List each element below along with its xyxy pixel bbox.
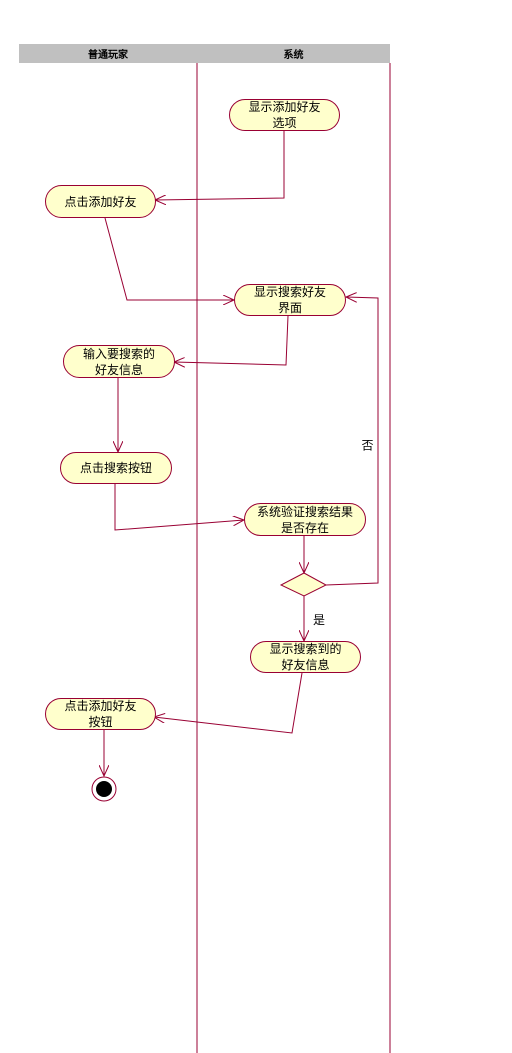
activity-verify-search-result-label: 系统验证搜索结果是否存在: [256, 504, 353, 535]
flow-search-ui-to-input: [174, 315, 289, 365]
swimlane-header-player: 普通玩家: [19, 44, 197, 63]
activity-click-add-friend-button: 点击添加好友按钮: [45, 698, 156, 730]
flow-click-search-to-verify: [114, 484, 244, 531]
activity-input-search-info-label: 输入要搜索的好友信息: [82, 346, 155, 377]
activity-show-found-info-label: 显示搜索到的好友信息: [269, 642, 342, 672]
activity-show-search-ui-label: 显示搜索好友界面: [253, 285, 326, 315]
activity-show-add-option: 显示添加好友选项: [229, 99, 340, 131]
activity-verify-search-result: 系统验证搜索结果是否存在: [244, 503, 366, 536]
flow-show-option-to-click-add: [155, 131, 285, 200]
activity-click-search-button-label: 点击搜索按钮: [79, 461, 152, 475]
flow-found-to-add-button: [154, 672, 303, 734]
activity-input-search-info: 输入要搜索的好友信息: [63, 345, 175, 378]
final-state-icon: [91, 776, 117, 802]
activity-show-add-option-label: 显示添加好友选项: [248, 100, 321, 130]
swimlane-header-system: 系统: [197, 44, 390, 63]
flow-click-add-to-search-ui: [104, 217, 234, 300]
edge-label-yes: 是: [313, 613, 326, 627]
edge-label-no: 否: [360, 439, 374, 451]
decision-diamond: [279, 572, 328, 597]
activity-click-add-friend-label: 点击添加好友: [64, 194, 137, 209]
swimlane-player-label: 普通玩家: [88, 50, 128, 61]
activity-click-add-friend-button-label: 点击添加好友按钮: [64, 699, 137, 729]
swimlane-system-label: 系统: [283, 50, 304, 61]
activity-click-search-button: 点击搜索按钮: [60, 452, 172, 484]
activity-show-found-info: 显示搜索到的好友信息: [250, 641, 361, 673]
activity-click-add-friend: 点击添加好友: [45, 185, 156, 218]
activity-show-search-ui: 显示搜索好友界面: [234, 284, 346, 316]
flow-decision-no-loop: [325, 297, 379, 586]
